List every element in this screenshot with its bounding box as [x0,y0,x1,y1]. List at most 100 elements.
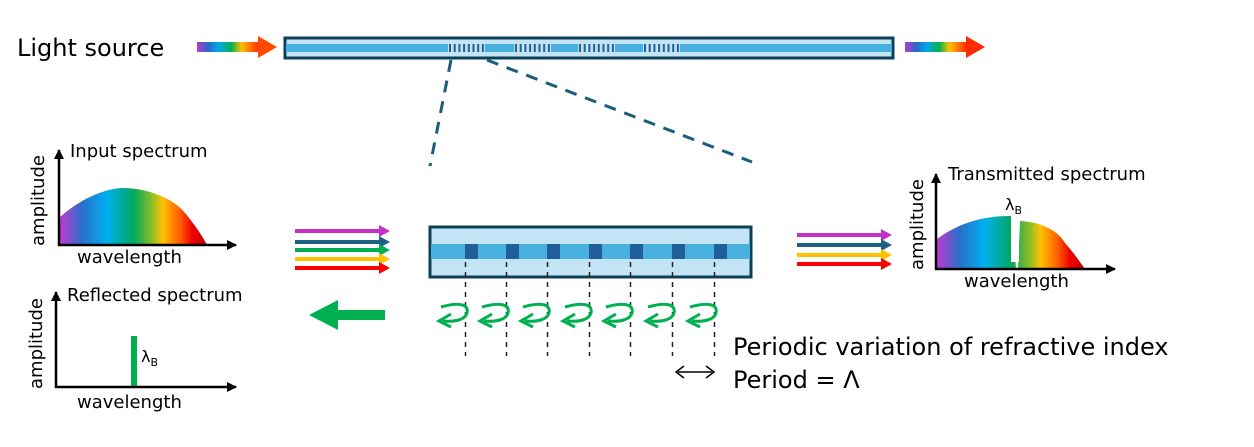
curl-arrowhead [684,312,701,329]
arrow-shaft [797,233,883,237]
transmitted-bragg-wavelength-label: λB [1005,195,1022,217]
grating-line [533,44,536,52]
grating-segment [589,244,602,259]
reflected-spectrum-title: Reflected spectrum [67,285,243,306]
grating-group-bg [578,44,615,52]
curl-arrowhead [476,312,493,329]
arrow-shaft [797,253,883,257]
grating-line [458,44,461,52]
transmitted-light-arrows [797,229,892,270]
lambda-subscript: B [1014,204,1023,218]
grating-line [607,44,610,52]
grating-line [463,44,466,52]
grating-line [538,44,541,52]
curl-arrowhead [517,312,534,329]
curl-arrowhead [435,312,452,329]
optical-fiber [283,36,895,60]
light-arrow [797,258,892,270]
reflected-spectrum-plot [51,291,237,392]
arrow-head [379,244,390,256]
curl-path [605,302,634,323]
grating-line [653,44,656,52]
light-arrow [295,236,390,248]
curl-path [564,302,593,323]
grating-line [648,44,651,52]
grating-group [643,44,680,52]
grating-group-bg [514,44,551,52]
grating-segments [465,244,727,259]
grating-line [583,44,586,52]
arrow-shaft [295,257,381,261]
arrow-head [379,262,390,274]
grating-group-bg [448,44,485,52]
light-arrow [797,239,892,251]
grating-line [524,44,527,52]
grating-line [529,44,532,52]
grating-line [472,44,475,52]
input-amplitude-label: amplitude [28,155,49,246]
lambda-symbol: λ [1005,195,1015,214]
curl-arrowhead [559,312,576,329]
grating-line [667,44,670,52]
reflection-arrows [435,302,718,329]
grating-line [467,44,470,52]
grating-line [547,44,550,52]
grating-line [662,44,665,52]
grating-group [578,44,615,52]
transmitted-spectrum-title: Transmitted spectrum [948,164,1146,185]
curl-path [440,302,469,323]
zoom-line-left [428,59,453,167]
periodic-variation-label: Periodic variation of refractive index [733,333,1169,361]
grating-line [593,44,596,52]
fiber-grating-groups [448,44,680,52]
arrow-shaft [295,229,381,233]
light-arrow [295,225,390,237]
grating-segment [630,244,643,259]
lambda-subscript: B [150,356,159,370]
grating-line [658,44,661,52]
curl-arrowhead [642,312,659,329]
light-arrow [295,262,390,274]
grating-line [602,44,605,52]
reflected-light-arrow [309,300,385,330]
arrow-head [881,258,892,270]
light-source-label: Light source [17,34,165,62]
grating-segment [465,244,478,259]
curl-path [689,302,718,323]
zoom-line-right [486,58,753,164]
grating-group-bg [643,44,680,52]
grating-line [477,44,480,52]
arrow-head [881,239,892,251]
curl-arrowhead [600,312,617,329]
grating-line [579,44,581,52]
grating-segment [547,244,560,259]
arrow-shaft [295,266,381,270]
reflection-curl-arrow [559,302,593,329]
grating-group [448,44,485,52]
incident-light-arrows [295,225,390,274]
reflected-wavelength-label: wavelength [77,392,182,413]
reflection-curl-arrow [684,302,718,329]
arrow-head [881,249,892,261]
input-spectrum-curve [60,188,207,245]
arrow-shaft [797,243,883,247]
reflected-peak [131,336,137,387]
reflection-curl-arrow [476,302,510,329]
input-spectrum-plot [54,149,237,250]
arrow-head [881,229,892,241]
reflected-bragg-wavelength-label: λB [141,347,158,369]
transmitted-spectrum-plot [931,173,1116,274]
curl-path [481,302,510,323]
reflection-curl-arrow [600,302,634,329]
input-light-arrow [197,36,277,58]
grating-line [515,44,517,52]
reflection-curl-arrow [517,302,551,329]
grating-line [543,44,546,52]
grating-line [672,44,675,52]
arrow-shaft [295,248,381,252]
light-arrow [295,253,390,265]
reflection-curl-arrow [642,302,676,329]
grating-line [611,44,614,52]
input-wavelength-label: wavelength [77,247,182,268]
